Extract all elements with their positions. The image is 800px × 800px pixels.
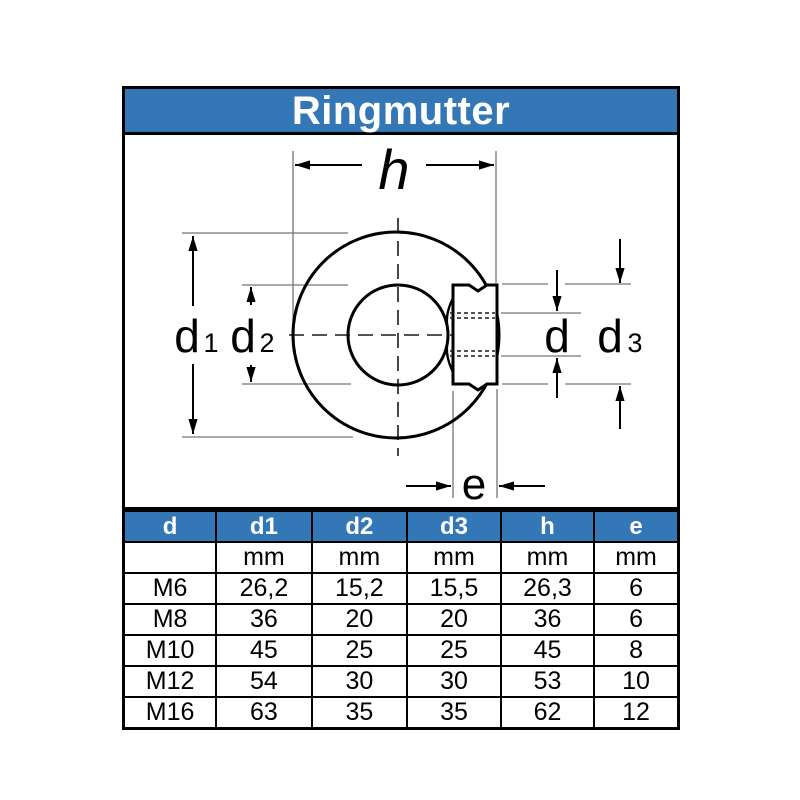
value-cell: 10 [593, 665, 680, 698]
product-sheet: Ringmutter [122, 86, 680, 730]
nut-boss [451, 283, 499, 392]
dimension-label-d3-sub: 3 [627, 328, 642, 358]
value-cell: 25 [406, 634, 502, 667]
header-row: d d1 d2 d3 h e [122, 510, 680, 543]
spec-row-m10: M10 45 25 25 45 8 [122, 634, 680, 667]
dimension-label-d1: d [174, 310, 200, 362]
value-cell: 36 [215, 603, 313, 636]
unit-cell: mm [499, 541, 596, 574]
value-cell: 15,5 [406, 572, 502, 605]
extension-lines [182, 151, 631, 498]
dimension-label-d1-sub: 1 [203, 328, 218, 358]
col-header-d: d [122, 510, 218, 543]
value-cell: 54 [215, 665, 313, 698]
size-cell: M16 [122, 696, 218, 730]
dimension-lines [188, 160, 625, 491]
unit-cell: mm [310, 541, 409, 574]
boss-fillet-bottom [445, 337, 455, 373]
title-bar: Ringmutter [122, 86, 680, 135]
value-cell: 35 [406, 696, 502, 730]
col-header-d2: d2 [310, 510, 409, 543]
spec-table: d d1 d2 d3 h e mm mm mm mm mm M6 26,2 15… [122, 510, 680, 730]
spec-row-m16: M16 63 35 35 62 12 [122, 696, 680, 730]
col-header-h: h [499, 510, 596, 543]
value-cell: 35 [310, 696, 409, 730]
value-cell: 26,2 [215, 572, 313, 605]
value-cell: 6 [593, 572, 680, 605]
value-cell: 8 [593, 634, 680, 667]
dimension-label-e: e [462, 460, 486, 507]
value-cell: 20 [310, 603, 409, 636]
size-cell: M12 [122, 665, 218, 698]
value-cell: 6 [593, 603, 680, 636]
col-header-e: e [593, 510, 680, 543]
value-cell: 62 [499, 696, 596, 730]
boss-fillet-top [445, 297, 455, 333]
value-cell: 30 [310, 665, 409, 698]
value-cell: 45 [499, 634, 596, 667]
drawing-area: h d 1 d 2 d d 3 e [122, 135, 680, 510]
thread-lines [450, 312, 495, 357]
value-cell: 15,2 [310, 572, 409, 605]
spec-row-m6: M6 26,2 15,2 15,5 26,3 6 [122, 572, 680, 605]
value-cell: 20 [406, 603, 502, 636]
unit-cell [122, 541, 218, 574]
value-cell: 45 [215, 634, 313, 667]
dimension-label-d3: d [597, 310, 623, 362]
ring-outer-circle [291, 230, 501, 440]
units-row: mm mm mm mm mm [122, 541, 680, 574]
col-header-d3: d3 [406, 510, 502, 543]
value-cell: 12 [593, 696, 680, 730]
unit-cell: mm [406, 541, 502, 574]
dimension-label-d2: d [230, 310, 256, 362]
dimension-label-h: h [378, 138, 409, 201]
spec-row-m12: M12 54 30 30 53 10 [122, 665, 680, 698]
value-cell: 36 [499, 603, 596, 636]
size-cell: M10 [122, 634, 218, 667]
size-cell: M8 [122, 603, 218, 636]
value-cell: 25 [310, 634, 409, 667]
unit-cell: mm [593, 541, 680, 574]
value-cell: 53 [499, 665, 596, 698]
page-title: Ringmutter [291, 88, 511, 133]
col-header-d1: d1 [215, 510, 313, 543]
size-cell: M6 [122, 572, 218, 605]
dimension-label-d: d [544, 310, 570, 362]
value-cell: 26,3 [499, 572, 596, 605]
unit-cell: mm [215, 541, 313, 574]
spec-row-m8: M8 36 20 20 36 6 [122, 603, 680, 636]
dimension-label-d2-sub: 2 [259, 328, 274, 358]
technical-drawing: h d 1 d 2 d d 3 e [174, 138, 642, 507]
value-cell: 30 [406, 665, 502, 698]
value-cell: 63 [215, 696, 313, 730]
ring-inner-circle [346, 283, 450, 387]
